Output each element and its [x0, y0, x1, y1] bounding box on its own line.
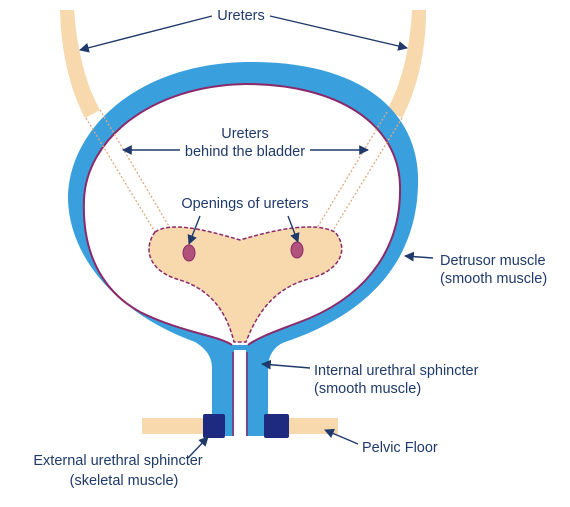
label-ureters: Ureters [217, 8, 265, 24]
openings-pointer-right [287, 215, 300, 243]
label-pelvic-floor: Pelvic Floor [362, 440, 438, 456]
label-ureters-behind-line1: Ureters [221, 126, 269, 142]
label-internal-sphincter-line2: (smooth muscle) [314, 381, 421, 397]
right-ureter-opening [290, 241, 304, 259]
external-sphincter-right [264, 414, 289, 438]
pelvic-floor-pointer [324, 428, 359, 445]
ureters-pointer-left [79, 15, 213, 53]
bladder-lumen [83, 84, 401, 345]
label-openings-of-ureters: Openings of ureters [181, 196, 308, 212]
label-external-sphincter-line1: External urethral sphincter [33, 453, 202, 469]
label-detrusor-line1: Detrusor muscle [440, 253, 546, 269]
openings-pointer-left [187, 215, 201, 245]
external-sphincter-pointer [187, 436, 209, 459]
detrusor-pointer [404, 251, 434, 262]
pointer-lines [79, 15, 434, 459]
left-ureter [60, 10, 100, 118]
external-sphincter-left [203, 414, 225, 438]
internal-sphincter-pointer [261, 359, 311, 370]
label-external-sphincter-line2: (skeletal muscle) [70, 473, 179, 489]
left-ureter-behind-bladder [85, 109, 171, 233]
pelvic-floor-left [142, 418, 212, 434]
right-ureter-behind-bladder [316, 111, 403, 233]
right-ureter [387, 10, 426, 118]
label-ureters-behind-line2: behind the bladder [185, 144, 305, 160]
ureters-pointer-right [269, 15, 408, 51]
left-ureter-opening [182, 244, 196, 262]
urethra [234, 350, 246, 436]
label-detrusor-line2: (smooth muscle) [440, 271, 547, 287]
bladder-lining [82, 82, 402, 346]
label-internal-sphincter-line1: Internal urethral sphincter [314, 363, 479, 379]
